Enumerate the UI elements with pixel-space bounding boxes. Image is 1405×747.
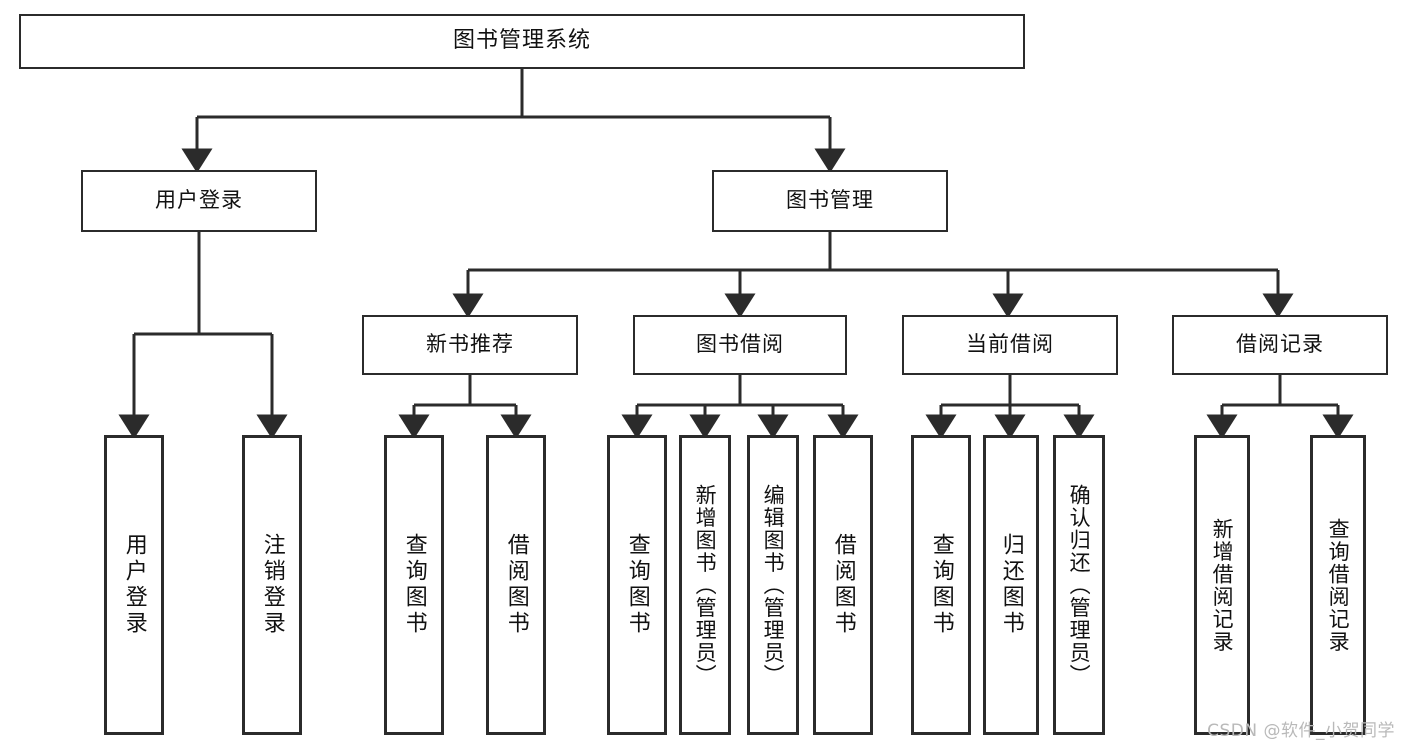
leaf-borrow-book[interactable]: 借阅图书 xyxy=(813,435,873,735)
node-label: 用户登录 xyxy=(121,533,147,637)
node-label: 新增借阅记录 xyxy=(1210,517,1235,653)
leaf-user-login[interactable]: 用户登录 xyxy=(104,435,164,735)
node-label: 新增图书（管理员） xyxy=(693,483,718,687)
node-root-system[interactable]: 图书管理系统 xyxy=(19,14,1025,69)
leaf-borrow-book-recommend[interactable]: 借阅图书 xyxy=(486,435,546,735)
node-label: 查询图书 xyxy=(401,533,427,637)
node-label: 查询图书 xyxy=(928,533,954,637)
node-label: 图书管理系统 xyxy=(452,28,591,54)
leaf-add-book-admin[interactable]: 新增图书（管理员） xyxy=(679,435,731,735)
node-label: 借阅图书 xyxy=(830,533,856,637)
leaf-query-book-current[interactable]: 查询图书 xyxy=(911,435,971,735)
node-label: 图书管理 xyxy=(786,188,874,213)
node-label: 归还图书 xyxy=(998,533,1024,637)
leaf-confirm-return-admin[interactable]: 确认归还（管理员） xyxy=(1053,435,1105,735)
node-label: 确认归还（管理员） xyxy=(1067,483,1092,687)
node-label: 查询图书 xyxy=(624,533,650,637)
csdn-watermark: CSDN @软件_小贺同学 xyxy=(1207,721,1395,741)
leaf-query-borrow-record[interactable]: 查询借阅记录 xyxy=(1310,435,1366,735)
node-label: 借阅记录 xyxy=(1236,332,1324,357)
node-new-book-recommend[interactable]: 新书推荐 xyxy=(362,315,578,375)
node-label: 注销登录 xyxy=(259,533,285,637)
node-label: 用户登录 xyxy=(155,188,243,213)
node-borrow-records[interactable]: 借阅记录 xyxy=(1172,315,1388,375)
node-label: 新书推荐 xyxy=(426,332,514,357)
leaf-return-book[interactable]: 归还图书 xyxy=(983,435,1039,735)
leaf-query-book-recommend[interactable]: 查询图书 xyxy=(384,435,444,735)
node-label: 当前借阅 xyxy=(966,332,1054,357)
node-label: 借阅图书 xyxy=(503,533,529,637)
node-book-management[interactable]: 图书管理 xyxy=(712,170,948,232)
node-label: 图书借阅 xyxy=(696,332,784,357)
leaf-edit-book-admin[interactable]: 编辑图书（管理员） xyxy=(747,435,799,735)
node-user-login[interactable]: 用户登录 xyxy=(81,170,317,232)
node-label: 编辑图书（管理员） xyxy=(761,483,786,687)
node-current-borrow[interactable]: 当前借阅 xyxy=(902,315,1118,375)
leaf-query-book-borrow[interactable]: 查询图书 xyxy=(607,435,667,735)
leaf-logout[interactable]: 注销登录 xyxy=(242,435,302,735)
node-book-borrow[interactable]: 图书借阅 xyxy=(633,315,847,375)
leaf-add-borrow-record[interactable]: 新增借阅记录 xyxy=(1194,435,1250,735)
node-label: 查询借阅记录 xyxy=(1326,517,1351,653)
